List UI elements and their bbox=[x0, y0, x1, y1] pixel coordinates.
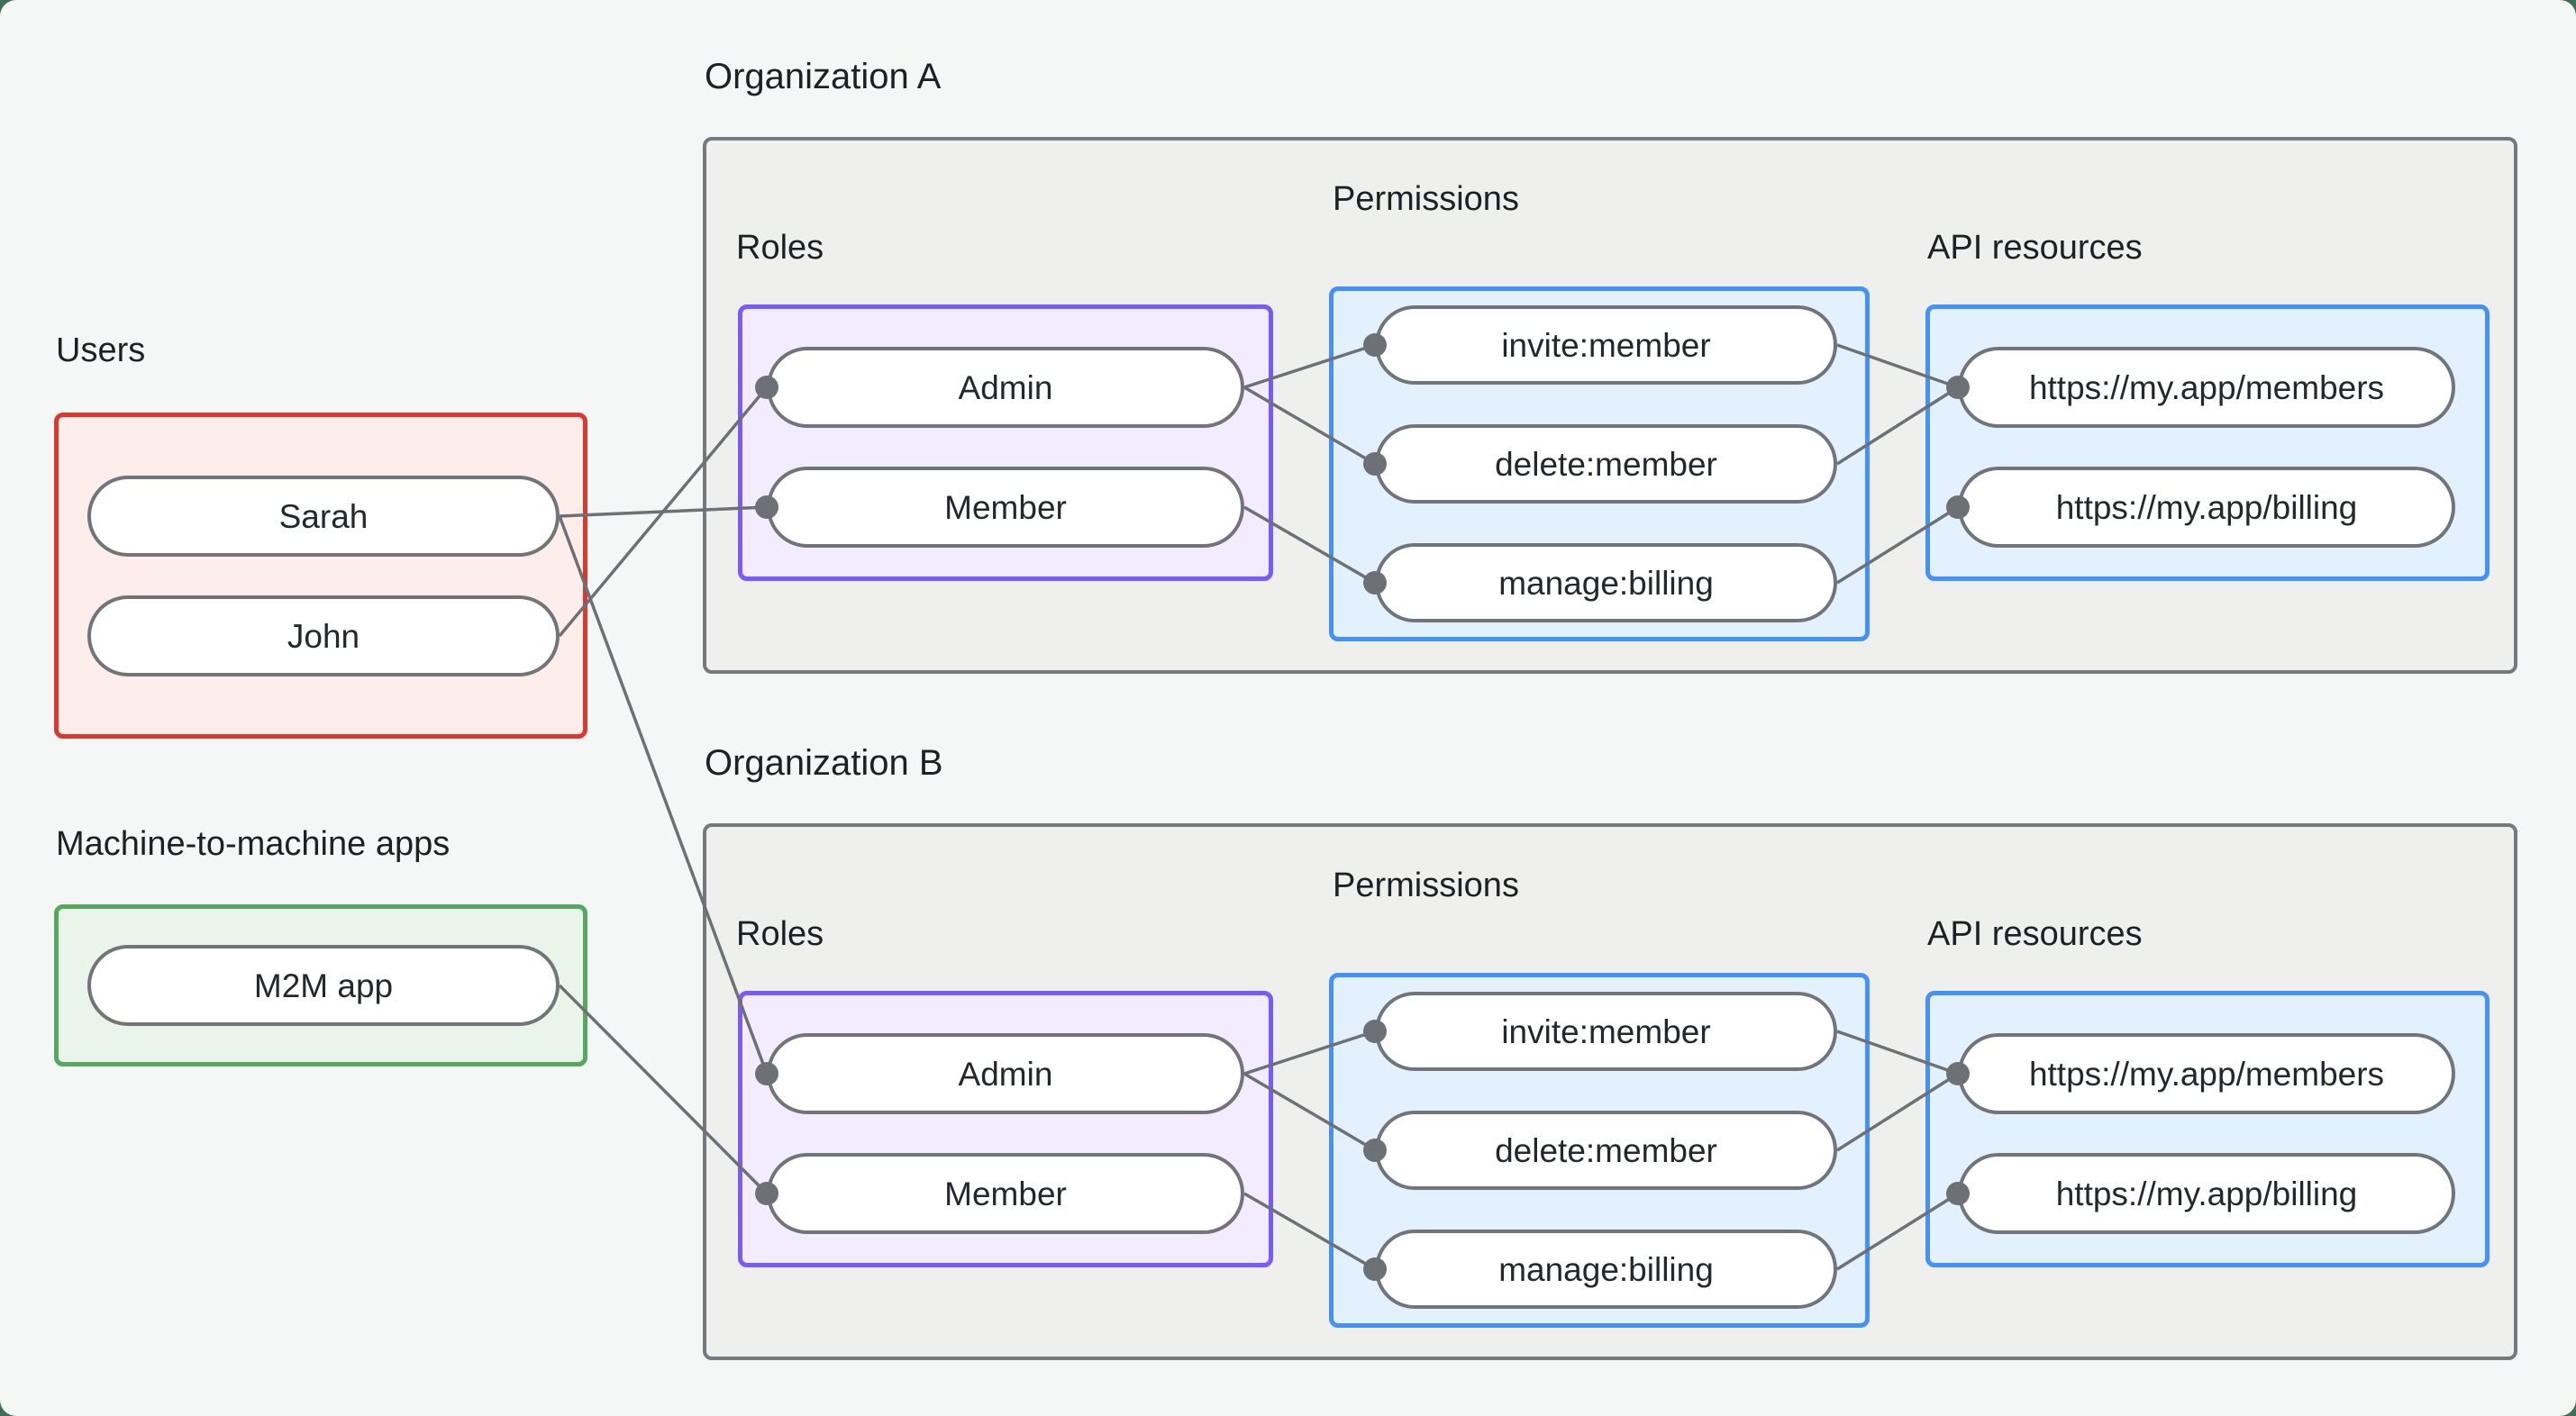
permission-node-label: invite:member bbox=[1501, 326, 1711, 364]
role-node-label: Member bbox=[944, 1175, 1067, 1212]
user-node-label: Sarah bbox=[278, 497, 369, 535]
users-group-label: Users bbox=[56, 331, 146, 369]
permission-node-label: delete:member bbox=[1495, 445, 1717, 483]
org-b-api-resources-label: API resources bbox=[1927, 915, 2143, 953]
role-node-label: Admin bbox=[958, 1055, 1053, 1093]
org-a-role-member: Member bbox=[767, 467, 1244, 548]
role-node-label: Admin bbox=[958, 368, 1053, 406]
org-a-api-resource-members: https://my.app/members bbox=[1958, 347, 2455, 428]
m2m-node-label: M2M app bbox=[253, 967, 394, 1004]
user-node-john: John bbox=[87, 595, 560, 676]
org-b-permission-manage-billing: manage:billing bbox=[1375, 1230, 1837, 1309]
api-resource-node-label: https://my.app/members bbox=[2028, 368, 2385, 406]
org-a-permission-manage-billing: manage:billing bbox=[1375, 543, 1837, 622]
org-b-roles-label: Roles bbox=[736, 915, 824, 953]
permission-node-label: invite:member bbox=[1501, 1012, 1711, 1050]
org-b-title: Organization B bbox=[705, 743, 943, 783]
org-b-role-admin: Admin bbox=[767, 1033, 1244, 1114]
org-b-permissions-label: Permissions bbox=[1333, 867, 1519, 904]
m2m-app-node: M2M app bbox=[87, 945, 560, 1026]
org-a-api-resources-label: API resources bbox=[1927, 229, 2143, 267]
org-a-api-resource-billing: https://my.app/billing bbox=[1958, 467, 2455, 548]
org-a-role-admin: Admin bbox=[767, 347, 1244, 428]
org-b-api-resource-members: https://my.app/members bbox=[1958, 1033, 2455, 1114]
org-b-permission-delete-member: delete:member bbox=[1375, 1111, 1837, 1190]
api-resource-node-label: https://my.app/members bbox=[2028, 1055, 2385, 1093]
api-resource-node-label: https://my.app/billing bbox=[2055, 1175, 2358, 1212]
permission-node-label: delete:member bbox=[1495, 1131, 1717, 1169]
api-resource-node-label: https://my.app/billing bbox=[2055, 488, 2358, 526]
org-b-api-resource-billing: https://my.app/billing bbox=[1958, 1153, 2455, 1234]
org-a-roles-label: Roles bbox=[736, 229, 824, 267]
role-node-label: Member bbox=[944, 488, 1067, 526]
m2m-group-label: Machine-to-machine apps bbox=[56, 825, 451, 863]
user-node-sarah: Sarah bbox=[87, 476, 560, 557]
org-a-permissions-label: Permissions bbox=[1333, 180, 1519, 218]
org-a-permission-invite-member: invite:member bbox=[1375, 305, 1837, 385]
org-a-permission-delete-member: delete:member bbox=[1375, 424, 1837, 504]
permission-node-label: manage:billing bbox=[1498, 1250, 1714, 1288]
permission-node-label: manage:billing bbox=[1498, 564, 1714, 602]
org-a-title: Organization A bbox=[705, 57, 942, 96]
org-b-permission-invite-member: invite:member bbox=[1375, 992, 1837, 1071]
users-group-box bbox=[54, 413, 587, 739]
user-node-label: John bbox=[287, 617, 360, 655]
org-b-role-member: Member bbox=[767, 1153, 1244, 1234]
